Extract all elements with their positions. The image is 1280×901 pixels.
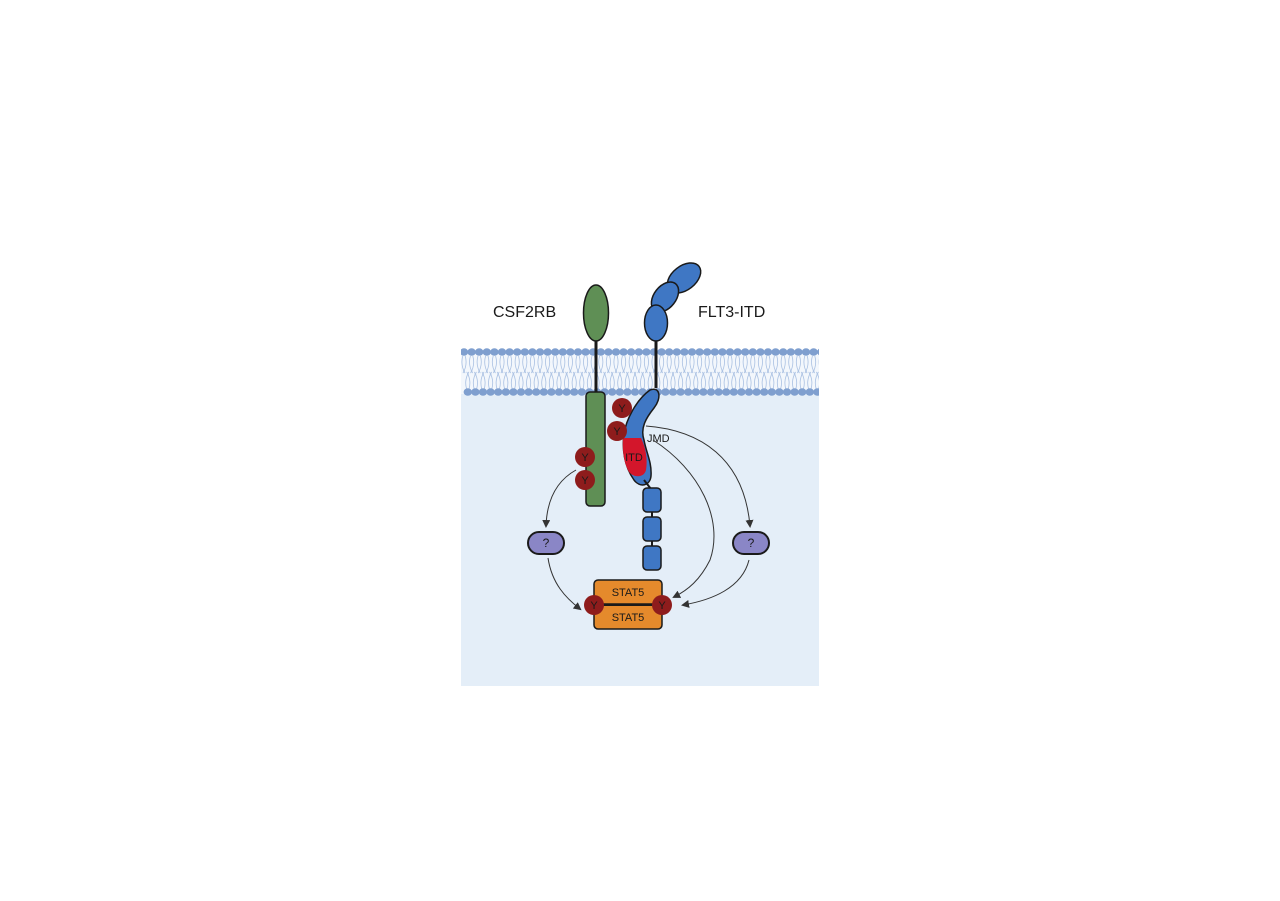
flt3-kinase-domain-1 <box>642 487 662 513</box>
arrow-csf2rb-to-mediator <box>542 469 577 528</box>
lipid-heads-outer <box>461 348 819 356</box>
stat5-dimer: STAT5 STAT5 Y Y <box>584 579 672 630</box>
flt3-kinase-domain-3 <box>642 545 662 571</box>
tyrosine-label: Y <box>618 403 626 415</box>
csf2rb-phospho-tyrosines: Y Y <box>575 447 595 490</box>
stat5-bottom-label: STAT5 <box>612 612 645 624</box>
flt3-tyrosine-2 <box>607 421 627 441</box>
mediator-label: ? <box>748 536 755 550</box>
flt3-itd-label: FLT3-ITD <box>698 304 765 321</box>
arrow-mediator-to-stat5-right <box>681 559 750 608</box>
tyrosine-label: Y <box>658 600 666 612</box>
tyrosine-label: Y <box>613 426 621 438</box>
signaling-arrows <box>542 425 754 611</box>
lipid-tails <box>461 355 819 390</box>
csf2rb-tyrosine-2 <box>575 470 595 490</box>
unknown-mediator-right: ? <box>732 531 770 555</box>
itd-region <box>622 438 647 477</box>
flt3-tyrosine-1 <box>612 398 632 418</box>
flt3-ig-domain-3 <box>643 304 669 342</box>
stat5-tyrosine-right <box>652 595 672 615</box>
csf2rb-tyrosine-1 <box>575 447 595 467</box>
flt3-phospho-tyrosines: Y Y <box>607 398 632 441</box>
flt3-kinase-domain-2 <box>642 516 662 542</box>
flt3-itd-receptor: ITD JMD <box>622 262 702 571</box>
stat5-tyrosine-left <box>584 595 604 615</box>
arrow-flt3-to-stat5 <box>652 439 715 598</box>
jmd-label: JMD <box>647 433 670 445</box>
csf2rb-label: CSF2RB <box>493 304 556 321</box>
arrow-flt3-to-mediator <box>645 425 754 528</box>
stat5-top-label: STAT5 <box>612 587 645 599</box>
tyrosine-label: Y <box>581 452 589 464</box>
mediator-label: ? <box>543 536 550 550</box>
tyrosine-label: Y <box>581 475 589 487</box>
csf2rb-extracellular-domain <box>582 284 610 342</box>
arrow-mediator-to-stat5-left <box>547 557 582 611</box>
itd-label: ITD <box>625 452 643 464</box>
unknown-mediator-left: ? <box>527 531 565 555</box>
tyrosine-label: Y <box>590 600 598 612</box>
cell-membrane <box>461 348 819 396</box>
